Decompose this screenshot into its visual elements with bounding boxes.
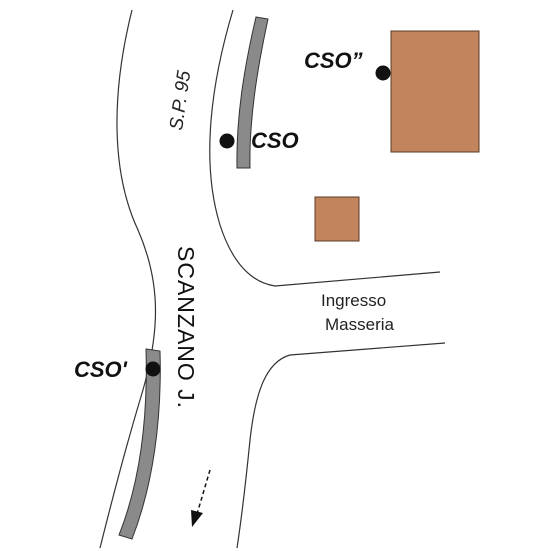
cso-double-marker-icon[interactable]: [375, 65, 391, 81]
entrance-label-line1: Ingresso: [321, 291, 386, 310]
road-left-edge: [99, 9, 157, 549]
masseria-building-large: [390, 30, 480, 153]
masseria-building-small: [314, 196, 360, 242]
cso-prime-strip: [118, 348, 161, 540]
road-name-label: S.P. 95: [166, 69, 195, 132]
cso-marker-icon[interactable]: [219, 133, 235, 149]
direction-label: SCANZANO J.: [173, 246, 199, 409]
cso-double-label: CSO”: [304, 48, 363, 73]
cso-strip: [236, 16, 269, 169]
direction-arrow-icon: [191, 469, 211, 527]
road-right-edge-upper: [209, 9, 441, 287]
road-right-edge-lower: [236, 342, 446, 549]
cso-label: CSO: [251, 128, 299, 153]
cso-prime-label: CSO': [74, 357, 128, 382]
cso-prime-marker-icon[interactable]: [145, 361, 161, 377]
road-edges: [99, 9, 446, 549]
entrance-label-line2: Masseria: [325, 315, 395, 334]
